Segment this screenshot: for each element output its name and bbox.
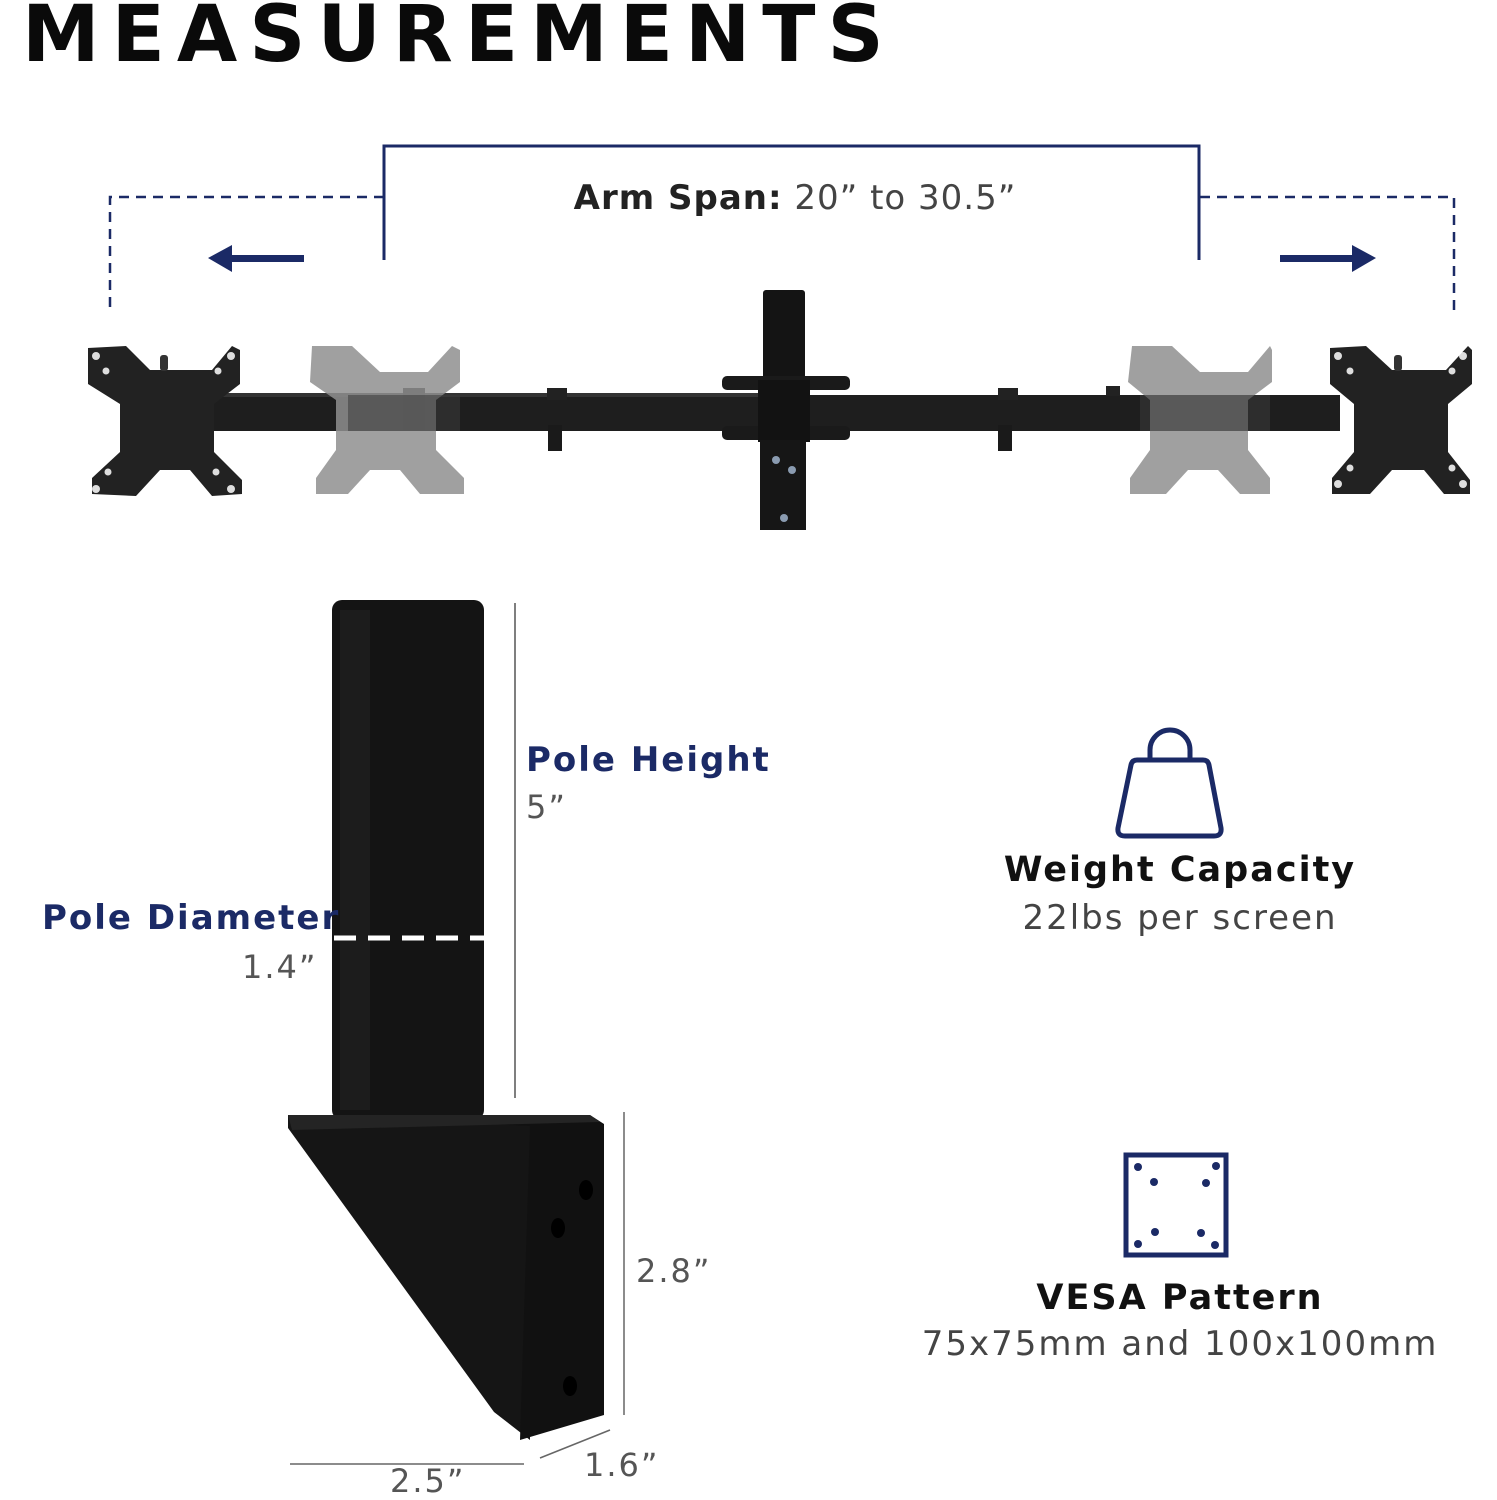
base-height-value: 2.8”: [636, 1252, 712, 1290]
vesa-pattern-title: VESA Pattern: [1036, 1278, 1324, 1318]
vesa-pattern-icon: [1123, 1152, 1229, 1258]
pole-diameter-title: Pole Diameter: [42, 898, 341, 938]
base-bracket-illustration: [288, 1112, 625, 1465]
arm-span-title: Arm Span:: [573, 178, 783, 218]
weight-icon: [1115, 727, 1224, 839]
vesa-pattern-value: 75x75mm and 100x100mm: [921, 1324, 1439, 1364]
base-depth-line: [539, 1429, 611, 1459]
weight-capacity-title: Weight Capacity: [1003, 850, 1357, 890]
pole-height-title: Pole Height: [526, 740, 771, 780]
arm-span-label: Arm Span: 20” to 30.5”: [560, 178, 1030, 218]
arrow-right-icon: [1280, 245, 1376, 272]
vesa-plate-right: [1330, 346, 1472, 494]
base-depth-value: 1.6”: [584, 1446, 660, 1484]
arm-span-bracket: [382, 144, 1201, 260]
pole-illustration: [332, 600, 516, 1120]
pole-height-value: 5”: [526, 788, 567, 826]
pole-diameter-value: 1.4”: [242, 948, 318, 986]
arrow-left-icon: [208, 245, 304, 272]
monitor-arm-illustration: [88, 290, 1472, 530]
base-width-value: 2.5”: [390, 1462, 466, 1500]
page-title: MEASUREMENTS: [22, 0, 896, 80]
weight-capacity-value: 22lbs per screen: [1022, 898, 1338, 938]
vesa-plate-left: [88, 346, 242, 496]
extended-span-dashed-lines: [108, 195, 1456, 312]
arm-span-value: 20” to 30.5”: [794, 178, 1017, 218]
